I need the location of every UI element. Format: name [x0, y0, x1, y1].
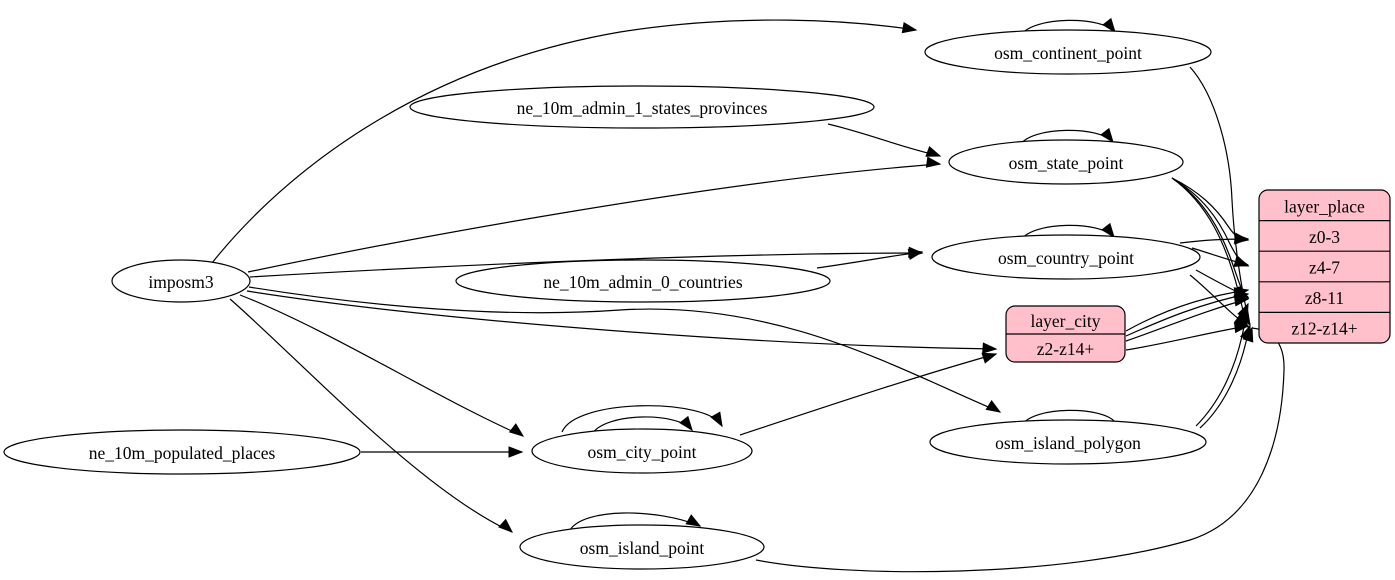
nodes-layer: imposm3 ne_10m_admin_1_states_provincesne… [3, 29, 1212, 570]
records-layer: layer_city z2-z14+ layer_place z0-3 z4-7 z8-1… [1005, 189, 1391, 363]
arrowhead-icon [1234, 233, 1250, 245]
graph-node-osm_island_polygon[interactable]: osm_island_polygon [929, 419, 1207, 465]
arrowhead-icon [1100, 127, 1114, 144]
graph-edge [1125, 289, 1249, 332]
node-label: osm_island_point [580, 538, 705, 558]
graph-edge [1125, 293, 1249, 337]
record-node-layer_place[interactable]: layer_place z0-3 z4-7 z8-11 z12-z14+ [1258, 189, 1391, 344]
arrowhead-icon [685, 514, 702, 527]
graph-node-imposm3[interactable]: imposm3 [111, 259, 251, 303]
graph-edge [1125, 325, 1249, 351]
record-row-label: z2-z14+ [1037, 339, 1095, 359]
node-ellipse-shape [111, 259, 251, 303]
graph-edge [1125, 298, 1249, 342]
graph-edge [239, 294, 524, 437]
graph-edge [827, 123, 941, 157]
arrowhead-icon [1101, 222, 1115, 239]
graph-edge [246, 290, 997, 350]
node-label: ne_10m_admin_1_states_provinces [517, 98, 768, 118]
record-row-label: z0-3 [1309, 227, 1340, 247]
arrowheads-layer [498, 17, 1254, 533]
record-box-shape [1258, 189, 1391, 344]
record-header-label: layer_place [1284, 196, 1365, 216]
arrowhead-icon [925, 156, 942, 168]
node-label: osm_state_point [1009, 153, 1124, 173]
arrowhead-icon [1233, 255, 1250, 268]
node-label: ne_10m_populated_places [89, 443, 276, 463]
graph-node-osm_island_point[interactable]: osm_island_point [519, 524, 765, 570]
graph-edge [247, 163, 941, 273]
arrowhead-icon [1242, 326, 1254, 343]
node-label: osm_island_polygon [995, 433, 1141, 453]
record-header-label: layer_city [1031, 311, 1101, 331]
arrowhead-icon [679, 415, 693, 432]
node-ellipse-shape [929, 419, 1207, 465]
arrowhead-icon [982, 342, 998, 354]
arrowhead-icon [498, 518, 514, 533]
node-ellipse-shape [931, 234, 1201, 280]
graph-edge [739, 353, 997, 436]
node-ellipse-shape [409, 85, 875, 129]
self-loop-edge [1021, 409, 1116, 426]
graph-node-ne_countries[interactable]: ne_10m_admin_0_countries [455, 259, 831, 303]
graph-node-osm_country_point[interactable]: osm_country_point [931, 234, 1201, 280]
node-label: osm_continent_point [994, 43, 1142, 63]
node-ellipse-shape [3, 429, 361, 475]
node-ellipse-shape [519, 524, 765, 570]
node-label: osm_country_point [998, 248, 1134, 268]
graph-node-ne_states[interactable]: ne_10m_admin_1_states_provinces [409, 85, 875, 129]
arrowhead-icon [1102, 17, 1116, 34]
node-ellipse-shape [455, 259, 831, 303]
node-ellipse-shape [948, 139, 1184, 185]
graph-edge [755, 327, 1285, 573]
node-label: osm_city_point [588, 442, 697, 462]
graph-node-osm_continent_point[interactable]: osm_continent_point [924, 29, 1212, 75]
node-ellipse-shape [531, 428, 753, 474]
record-row-label: z4-7 [1309, 258, 1340, 278]
arrowhead-icon [1233, 321, 1250, 334]
graph-edge [211, 19, 917, 264]
graph-edge [816, 251, 923, 269]
record-node-layer_city[interactable]: layer_city z2-z14+ [1005, 305, 1126, 363]
arrowhead-icon [1237, 302, 1249, 319]
record-row-label: z8-11 [1305, 288, 1344, 308]
node-label: ne_10m_admin_0_countries [543, 272, 742, 292]
graph-edge [229, 298, 513, 533]
self-loop-edge [569, 512, 701, 531]
arrowhead-icon [925, 146, 942, 157]
graph-edge [1189, 66, 1251, 326]
record-row-label: z12-z14+ [1291, 319, 1357, 339]
self-loop-edge [561, 405, 723, 433]
graph-node-osm_state_point[interactable]: osm_state_point [948, 139, 1184, 185]
arrowhead-icon [901, 22, 918, 34]
node-label: imposm3 [148, 272, 213, 292]
graph-edge [248, 286, 1001, 413]
arrowhead-icon [985, 399, 1002, 413]
graph-node-ne_populated[interactable]: ne_10m_populated_places [3, 429, 361, 475]
arrowhead-icon [981, 352, 998, 364]
arrowhead-icon [1233, 295, 1250, 307]
arrowhead-icon [710, 411, 723, 428]
arrowhead-icon [508, 423, 525, 437]
node-ellipse-shape [924, 29, 1212, 75]
arrowhead-icon [907, 248, 924, 260]
arrowhead-icon [508, 446, 524, 458]
graph-node-osm_city_point[interactable]: osm_city_point [531, 428, 753, 474]
